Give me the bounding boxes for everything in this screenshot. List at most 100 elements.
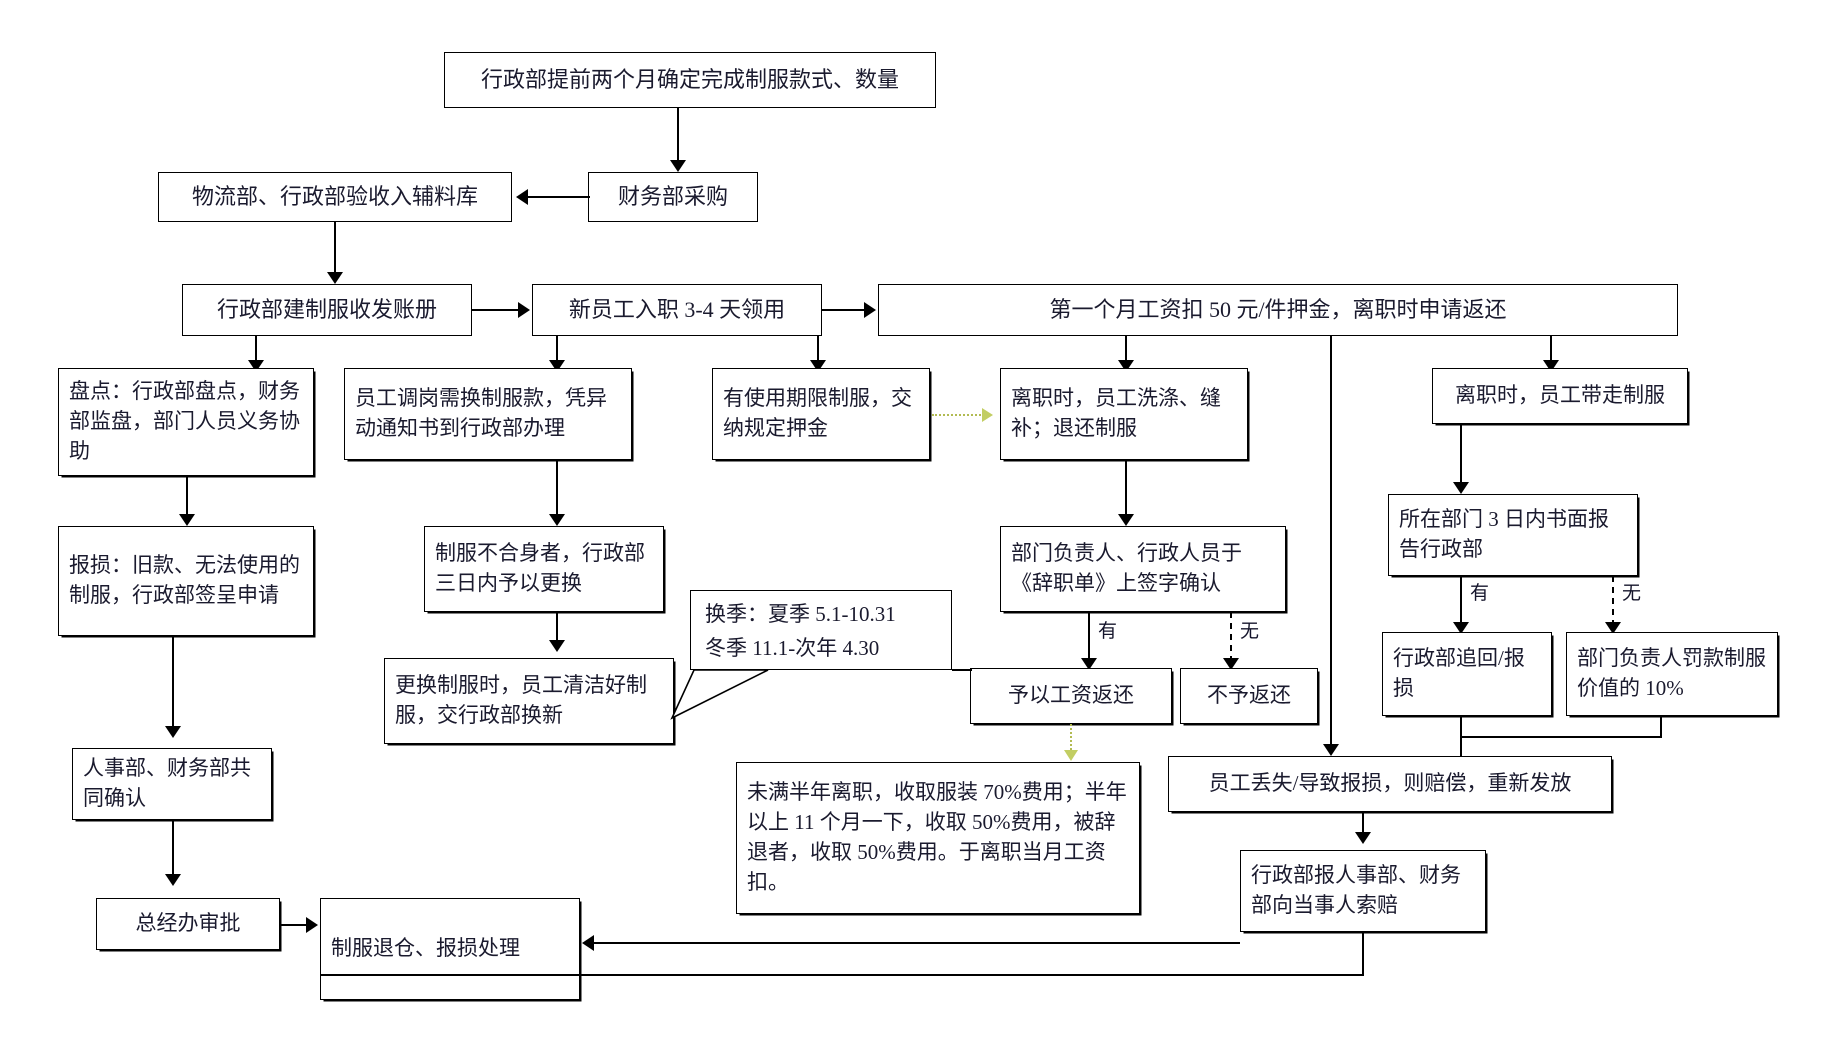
edge-label-no-a: 无 [1240, 621, 1260, 642]
node-label: 离职时，员工带走制服 [1455, 383, 1665, 408]
arrowhead-down [1605, 622, 1621, 634]
edge-n11-n15 [1460, 424, 1462, 486]
node-gm-approval[interactable]: 总经办审批 [96, 898, 280, 950]
callout-tail [670, 669, 769, 720]
node-uniform-return-scrap[interactable]: 制服退仓、报损处理 [320, 898, 580, 1000]
edge-bottom-loop-right [1362, 932, 1364, 976]
node-label: 物流部、行政部验收入辅料库 [191, 184, 478, 210]
edge-n4-n5 [472, 309, 520, 311]
edge-n15-n21-dashed [1612, 576, 1614, 626]
edge-n13-n17 [556, 612, 558, 644]
arrowhead-down [1081, 658, 1097, 670]
edge-n24-n25 [1362, 812, 1364, 836]
node-label: 所在部门 3 日内书面报告行政部 [1399, 507, 1609, 561]
node-label: 部门负责人罚款制服价值的 10% [1577, 646, 1766, 700]
node-finance-purchase[interactable]: 财务部采购 [588, 172, 758, 222]
node-label: 更换制服时，员工清洁好制服，交行政部换新 [395, 673, 647, 727]
arrowhead-down [1223, 658, 1239, 670]
node-label: 未满半年离职，收取服装 70%费用；半年以上 11 个月一下，收取 50%费用，… [747, 780, 1127, 894]
arrowhead-down [670, 160, 686, 172]
node-label: 制服退仓、报损处理 [331, 936, 520, 961]
node-label: 人事部、财务部共同确认 [83, 756, 251, 810]
arrowhead-right [518, 302, 530, 318]
node-clean-before-exchange[interactable]: 更换制服时，员工清洁好制服，交行政部换新 [384, 658, 674, 744]
node-uniform-ledger[interactable]: 行政部建制服收发账册 [182, 284, 472, 336]
node-uniform-misfit-replace[interactable]: 制服不合身者，行政部三日内予以更换 [424, 526, 664, 612]
edge-green-n18-n26 [1070, 724, 1072, 754]
node-label: 制服不合身者，行政部三日内予以更换 [435, 541, 645, 595]
node-first-month-deposit[interactable]: 第一个月工资扣 50 元/件押金，离职时申请返还 [878, 284, 1678, 336]
node-loss-compensation[interactable]: 员工丢失/导致报损，则赔偿，重新发放 [1168, 756, 1612, 812]
node-label: 行政部报人事部、财务部向当事人索赔 [1251, 863, 1461, 917]
arrowhead-down-green [1064, 750, 1078, 761]
edge-green-n9-n10 [932, 414, 984, 416]
arrowhead-down [165, 874, 181, 886]
node-resign-fee-policy[interactable]: 未满半年离职，收取服装 70%费用；半年以上 11 个月一下，收取 50%费用，… [736, 762, 1140, 914]
arrowhead-down [165, 726, 181, 738]
callout-line-2: 冬季 11.1-次年 4.30 [705, 635, 880, 660]
edge-n21-n24 [1660, 716, 1662, 738]
node-label: 员工丢失/导致报损，则赔偿，重新发放 [1208, 771, 1572, 796]
node-admin-recover-scrap[interactable]: 行政部追回/报损 [1382, 632, 1552, 716]
edge-n4-n8 [556, 336, 558, 364]
node-uniform-style-decision[interactable]: 行政部提前两个月确定完成制服款式、数量 [444, 52, 936, 108]
edge-n5-n9 [817, 336, 819, 364]
edge-n8-n13 [556, 460, 558, 518]
node-salary-refund[interactable]: 予以工资返还 [970, 668, 1172, 724]
node-dept-written-report[interactable]: 所在部门 3 日内书面报告行政部 [1388, 494, 1638, 576]
callout-line-1: 换季：夏季 5.1-10.31 [705, 602, 896, 626]
node-label: 部门负责人、行政人员于《辞职单》上签字确认 [1011, 541, 1242, 595]
edge-label-no-b: 无 [1622, 583, 1642, 604]
arrowhead-down [549, 514, 565, 526]
node-label: 报损：旧款、无法使用的制服，行政部签呈申请 [69, 553, 300, 607]
node-resign-take-uniform[interactable]: 离职时，员工带走制服 [1432, 368, 1688, 424]
node-limited-term-deposit[interactable]: 有使用期限制服，交纳规定押金 [712, 368, 930, 460]
arrowhead-right-green [982, 408, 993, 422]
edge-n7-n12 [186, 476, 188, 518]
node-manager-fine[interactable]: 部门负责人罚款制服价值的 10% [1566, 632, 1778, 716]
arrowhead-left [582, 935, 594, 951]
edge-n25-n23 [594, 942, 1240, 944]
node-scrap-report[interactable]: 报损：旧款、无法使用的制服，行政部签呈申请 [58, 526, 314, 636]
arrowhead-down [327, 272, 343, 284]
node-resignation-signoff[interactable]: 部门负责人、行政人员于《辞职单》上签字确认 [1000, 526, 1286, 612]
edge-n6-n10 [1125, 336, 1127, 364]
edge-label-yes-a: 有 [1098, 621, 1118, 642]
node-label: 第一个月工资扣 50 元/件押金，离职时申请返还 [1049, 297, 1507, 323]
edge-bottom-loop-h [320, 974, 1364, 976]
edge-n12-n16 [172, 636, 174, 730]
node-claim-from-person[interactable]: 行政部报人事部、财务部向当事人索赔 [1240, 850, 1486, 932]
node-transfer-change-uniform[interactable]: 员工调岗需换制服款，凭异动通知书到行政部办理 [344, 368, 632, 460]
node-label: 总经办审批 [135, 911, 241, 936]
node-no-refund[interactable]: 不予返还 [1180, 668, 1318, 724]
node-label: 盘点：行政部盘点，财务部监盘，部门人员义务协助 [69, 379, 300, 463]
node-label: 行政部建制服收发账册 [216, 297, 437, 323]
edge-n22-n23 [280, 924, 308, 926]
edge-n1-n2 [677, 108, 679, 162]
edge-n2-n3 [528, 196, 590, 198]
edge-label-yes-b: 有 [1470, 583, 1490, 604]
arrowhead-down [1323, 744, 1339, 756]
callout-season-change: 换季：夏季 5.1-10.31 冬季 11.1-次年 4.30 [690, 590, 952, 670]
edge-n14-n19-dashed [1230, 612, 1232, 662]
arrowhead-right [306, 917, 318, 933]
edge-n10-n14 [1125, 460, 1127, 518]
arrowhead-left [516, 189, 528, 205]
node-resign-wash-return[interactable]: 离职时，员工洗涤、缝补；退还制服 [1000, 368, 1248, 460]
node-label: 予以工资返还 [1008, 683, 1134, 708]
edge-n5-n6 [822, 309, 866, 311]
node-hr-finance-confirm[interactable]: 人事部、财务部共同确认 [72, 748, 272, 820]
edge-n3-n4 [334, 222, 336, 276]
edge-n6-n24 [1330, 336, 1332, 748]
node-label: 不予返还 [1207, 683, 1291, 708]
edge-n15-n20 [1460, 576, 1462, 626]
node-inventory-count[interactable]: 盘点：行政部盘点，财务部监盘，部门人员义务协助 [58, 368, 314, 476]
edge-n16-n22 [172, 820, 174, 878]
edge-n21-n24-h [1460, 736, 1662, 738]
edge-callout-to-refund [952, 669, 972, 671]
node-logistics-receive[interactable]: 物流部、行政部验收入辅料库 [158, 172, 512, 222]
node-new-employee-issue[interactable]: 新员工入职 3-4 天领用 [532, 284, 822, 336]
arrowhead-down [1355, 832, 1371, 844]
arrowhead-down [1118, 514, 1134, 526]
node-label: 新员工入职 3-4 天领用 [568, 297, 786, 323]
